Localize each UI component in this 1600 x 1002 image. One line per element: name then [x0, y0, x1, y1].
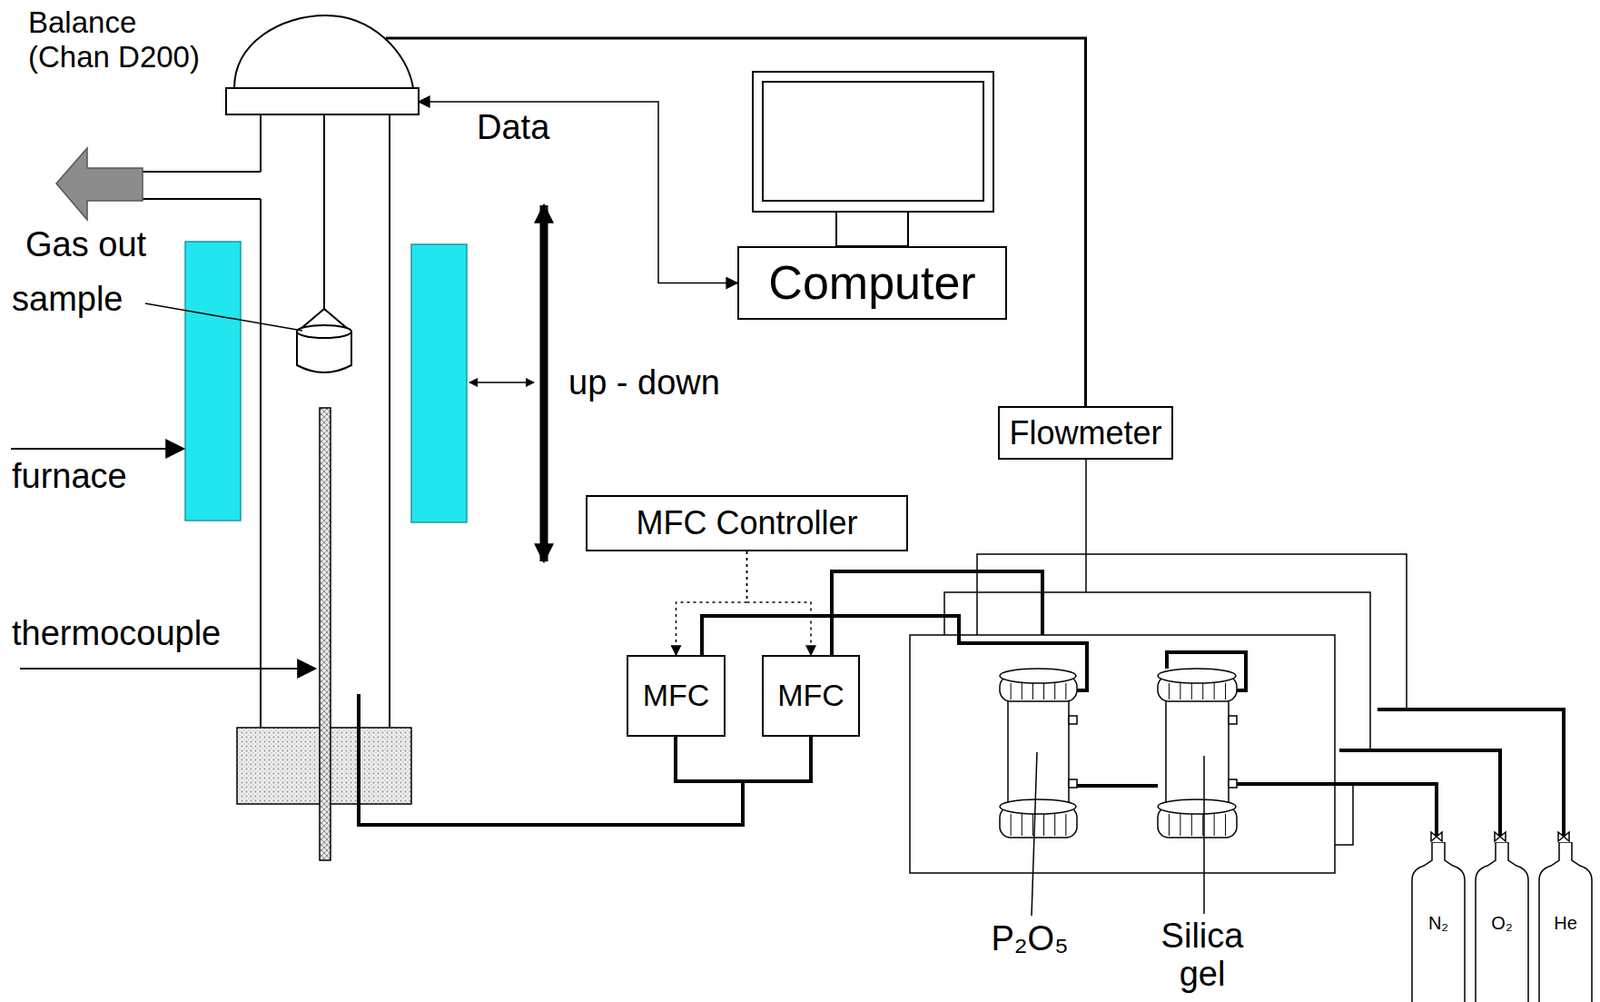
part-label: thermocouple — [11, 613, 221, 654]
mfc-box: MFC — [626, 654, 726, 737]
thermocouple-rod — [319, 407, 331, 860]
part-label: up - down — [568, 363, 721, 404]
balance: Balance (Chan D200) — [226, 15, 419, 115]
leader-line — [1203, 755, 1205, 914]
computer-box: Computer — [737, 246, 1008, 320]
dryer-box — [909, 634, 1335, 873]
connector — [747, 551, 812, 655]
gas-out-arrow — [56, 148, 143, 220]
furnace-left — [185, 241, 241, 521]
part-label: P₂O₅ — [991, 918, 1069, 959]
node-label: Balance (Chan D200) — [28, 5, 201, 75]
connector — [676, 551, 748, 655]
edge-label: Data — [474, 108, 552, 149]
column-ticks — [1010, 682, 1225, 836]
monitor — [752, 71, 994, 247]
leader-line — [145, 303, 303, 331]
gas-line — [358, 571, 1564, 837]
connector — [385, 38, 1087, 406]
node-label: MFC Controller — [635, 503, 858, 542]
cylinder-valve — [1431, 831, 1570, 841]
flowmeter-box: Flowmeter — [997, 405, 1174, 460]
gas-line-thin — [944, 459, 1407, 845]
part-label: furnace — [11, 456, 128, 497]
part-label: Gas out — [25, 225, 147, 266]
part-label: Silica gel — [1143, 917, 1262, 994]
node-label: N₂ — [1411, 912, 1466, 934]
leader-line — [1031, 751, 1038, 916]
pointer-arrow — [19, 667, 316, 670]
part-label: sample — [11, 279, 124, 320]
gas-cylinder: N₂ — [1411, 841, 1466, 1002]
furnace-right — [411, 244, 467, 523]
node-label: O₂ — [1474, 912, 1530, 934]
drying-column — [999, 668, 1077, 838]
motion-arrow — [540, 205, 549, 562]
motion-arrow — [469, 381, 534, 384]
mfc-box: MFC — [761, 654, 860, 737]
controller-box: MFC Controller — [585, 494, 909, 552]
node-label: Computer — [768, 256, 976, 311]
sample-crucible — [296, 114, 352, 373]
connector — [418, 101, 738, 284]
node-label: He — [1538, 912, 1593, 934]
node-label: MFC — [777, 677, 845, 713]
node-label: MFC — [642, 677, 711, 713]
balance-outline — [226, 15, 419, 115]
gas-cylinder: He — [1538, 841, 1593, 1002]
drying-column — [1157, 668, 1237, 838]
gas-cylinder: O₂ — [1474, 841, 1530, 1002]
node-label: Flowmeter — [1008, 414, 1162, 452]
pointer-arrow — [10, 447, 184, 450]
